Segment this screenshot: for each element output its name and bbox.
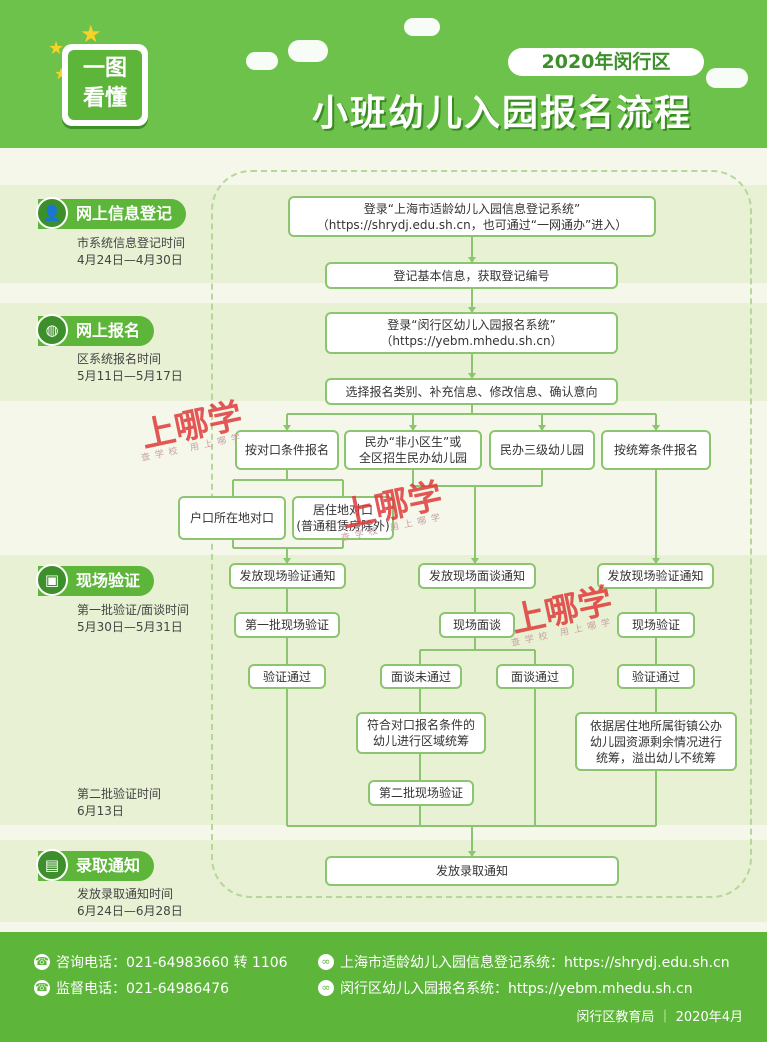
year-tag: 2020年闵行区 — [508, 48, 704, 76]
link-icon: ∞ — [318, 980, 334, 996]
city-system-link[interactable]: ∞ 上海市适龄幼儿入园信息登记系统：https://shrydj.edu.sh.… — [318, 952, 730, 972]
hotline-info: ☎ 咨询电话：021-64983660 转 1106 — [34, 952, 288, 972]
district-system-link[interactable]: ∞ 闵行区幼儿入园报名系统：https://yebm.mhedu.sh.cn — [318, 978, 693, 998]
step-interview: 现场面谈 — [439, 612, 515, 638]
cloud-decoration — [404, 18, 440, 36]
notice-icon: ▤ — [36, 849, 68, 881]
footer-credit: 闵行区教育局 ｜ 2020年4月 — [576, 1010, 743, 1025]
step-verify-right: 现场验证 — [617, 612, 695, 638]
cloud-decoration — [246, 52, 278, 70]
city-system-text: 上海市适龄幼儿入园信息登记系统：https://shrydj.edu.sh.cn — [340, 955, 730, 971]
step-notice-interview: 发放现场面谈通知 — [418, 563, 536, 589]
step-register-basic-info: 登记基本信息，获取登记编号 — [325, 262, 618, 289]
step-admission-notice: 发放录取通知 — [325, 856, 619, 886]
stage-label-online-application: ◍ 网上报名 — [36, 314, 155, 346]
phone-icon: ☎ — [34, 980, 50, 996]
district-system-text: 闵行区幼儿入园报名系统：https://yebm.mhedu.sh.cn — [340, 981, 693, 997]
cloud-decoration — [288, 40, 328, 62]
step-second-verify: 第二批现场验证 — [368, 780, 474, 806]
logo-badge: 一图 看懂 — [62, 44, 148, 126]
result-pass-right: 验证通过 — [617, 664, 695, 689]
option-juzhu-duikou: 居住地对口 (普通租赁房除外) — [292, 496, 394, 540]
link-icon: ∞ — [318, 954, 334, 970]
step-duikou-coordination: 符合对口报名条件的 幼儿进行区域统筹 — [356, 712, 486, 754]
globe-icon: ◍ — [36, 314, 68, 346]
category-duikou: 按对口条件报名 — [235, 430, 339, 470]
category-minban-nonlocal: 民办“非小区生”或 全区招生民办幼儿园 — [344, 430, 482, 470]
result-interview-fail: 面谈未通过 — [380, 664, 462, 689]
category-tongchou: 按统筹条件报名 — [601, 430, 711, 470]
page-title: 小班幼儿入园报名流程 — [312, 93, 693, 134]
step-login-district-system: 登录“闵行区幼儿入园报名系统” （https://yebm.mhedu.sh.c… — [325, 312, 618, 354]
result-pass-left: 验证通过 — [248, 664, 326, 689]
step-select-category: 选择报名类别、补充信息、修改信息、确认意向 — [325, 378, 618, 405]
step-notice-verify-left: 发放现场验证通知 — [229, 563, 346, 589]
footer: ☎ 咨询电话：021-64983660 转 1106 ☎ 监督电话：021-64… — [0, 932, 767, 1042]
step-login-city-system: 登录“上海市适龄幼儿入园信息登记系统” （https://shrydj.edu.… — [288, 196, 656, 237]
logo-line1: 一图 — [82, 56, 127, 81]
star-icon: ★ — [48, 38, 65, 59]
step-notice-verify-right: 发放现场验证通知 — [597, 563, 714, 589]
verify-icon: ▣ — [36, 564, 68, 596]
logo-line2: 看懂 — [82, 86, 127, 111]
header-banner: ★ ★ ★ 一图 看懂 2020年闵行区 小班幼儿入园报名流程 — [0, 0, 767, 148]
step-street-coordination: 依据居住地所属街镇公办 幼儿园资源剩余情况进行 统筹，溢出幼儿不统筹 — [575, 712, 737, 771]
category-minban-level3: 民办三级幼儿园 — [489, 430, 595, 470]
stage-label-online-registration: 👤 网上信息登记 — [36, 197, 187, 229]
stage-label-onsite-verification: ▣ 现场验证 — [36, 564, 155, 596]
supervision-info: ☎ 监督电话：021-64986476 — [34, 978, 229, 998]
phone-icon: ☎ — [34, 954, 50, 970]
hotline-text: 咨询电话：021-64983660 转 1106 — [56, 955, 288, 971]
result-interview-pass: 面谈通过 — [496, 664, 574, 689]
star-icon: ★ — [80, 20, 102, 48]
cloud-decoration — [706, 68, 748, 88]
supervision-text: 监督电话：021-64986476 — [56, 981, 230, 997]
step-first-verify: 第一批现场验证 — [234, 612, 340, 638]
user-icon: 👤 — [36, 197, 68, 229]
option-huji-duikou: 户口所在地对口 — [178, 496, 286, 540]
stage-label-admission-notice: ▤ 录取通知 — [36, 849, 155, 881]
